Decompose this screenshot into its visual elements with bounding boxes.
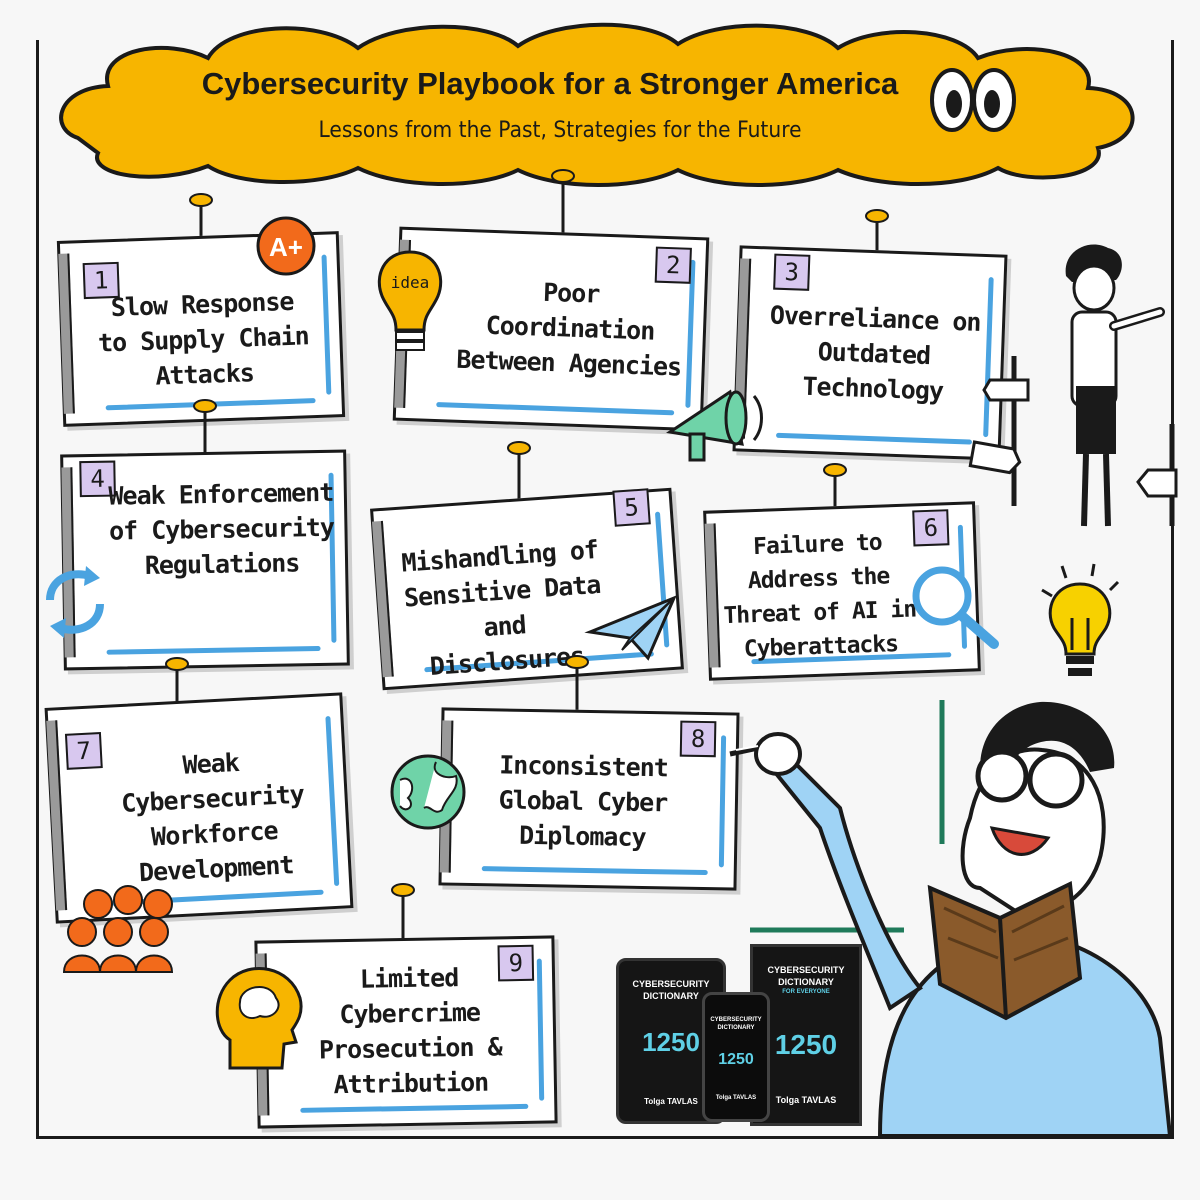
card-label: Inconsistent Global Cyber Diplomacy (498, 750, 669, 852)
card-label: Overreliance on Outdated Technology (769, 300, 982, 406)
presenter-character-icon (729, 701, 1173, 1138)
book-title-line2: DICTIONARY (717, 1025, 755, 1031)
a-plus-badge-icon: A+ (256, 216, 316, 276)
signpost-icon (968, 356, 1030, 506)
card-label: Weak Enforcement of Cybersecurity Regula… (108, 477, 335, 581)
bulb-word: idea (391, 273, 430, 292)
playbook-card-3: 3 Overreliance on Outdated Technology (732, 245, 1008, 461)
grade-label: A+ (269, 232, 303, 262)
people-group-icon (62, 885, 174, 973)
card-number-badge: 6 (912, 509, 950, 547)
book-count: 1250 (642, 1027, 700, 1057)
thinking-person-icon (1065, 244, 1165, 527)
card-label: Limited Cybercrime Prosecution & Attribu… (318, 963, 502, 1100)
book-title-line1: CYBERSECURITY (710, 1017, 762, 1023)
cartoon-eyes-icon (930, 68, 1016, 132)
magnifier-icon (912, 566, 999, 649)
head-brain-icon (215, 966, 303, 1070)
book-title-line2: DICTIONARY (778, 977, 834, 987)
card-number-badge: 3 (773, 253, 811, 291)
title-cloud (59, 22, 1135, 187)
card-number-badge: 5 (612, 488, 651, 527)
canvas-frame (36, 40, 1174, 1139)
lightbulb-icon (1041, 563, 1120, 676)
decorative-line (939, 700, 945, 844)
book-tagline: FOR EVERYONE (782, 989, 830, 995)
book-author: Tolga TAVLAS (775, 1095, 837, 1105)
globe-icon (390, 754, 466, 830)
card-label: Weak Cybersecurity Workforce Development (120, 747, 305, 888)
book-mockup-phone: CYBERSECURITY DICTIONARY 1250 Tolga TAVL… (702, 992, 770, 1122)
card-number-badge: 8 (679, 720, 717, 758)
book-author: Tolga TAVLAS (715, 1095, 757, 1101)
book-title-line1: CYBERSECURITY (632, 979, 710, 989)
card-label: Poor Coordination Between Agencies (455, 277, 682, 382)
book-title-line1: CYBERSECURITY (767, 965, 845, 975)
book-title-line2: DICTIONARY (643, 991, 699, 1001)
book-count: 1250 (774, 1029, 838, 1060)
page-title: Cybersecurity Playbook for a Stronger Am… (201, 66, 899, 101)
book-author: Tolga TAVLAS (644, 1097, 698, 1106)
refresh-cycle-icon (46, 566, 104, 638)
megaphone-icon (666, 389, 763, 462)
paper-plane-icon (584, 595, 677, 661)
card-label: Failure to Address the Threat of AI in C… (722, 529, 917, 663)
book-count: 1250 (718, 1051, 754, 1068)
lightbulb-idea-icon: idea (377, 250, 443, 351)
playbook-card-8: 8 Inconsistent Global Cyber Diplomacy (438, 707, 740, 891)
page-subtitle: Lessons from the Past, Strategies for th… (318, 118, 802, 143)
card-label: Slow Response to Supply Chain Attacks (97, 286, 310, 391)
signpost-icon (1136, 424, 1178, 526)
